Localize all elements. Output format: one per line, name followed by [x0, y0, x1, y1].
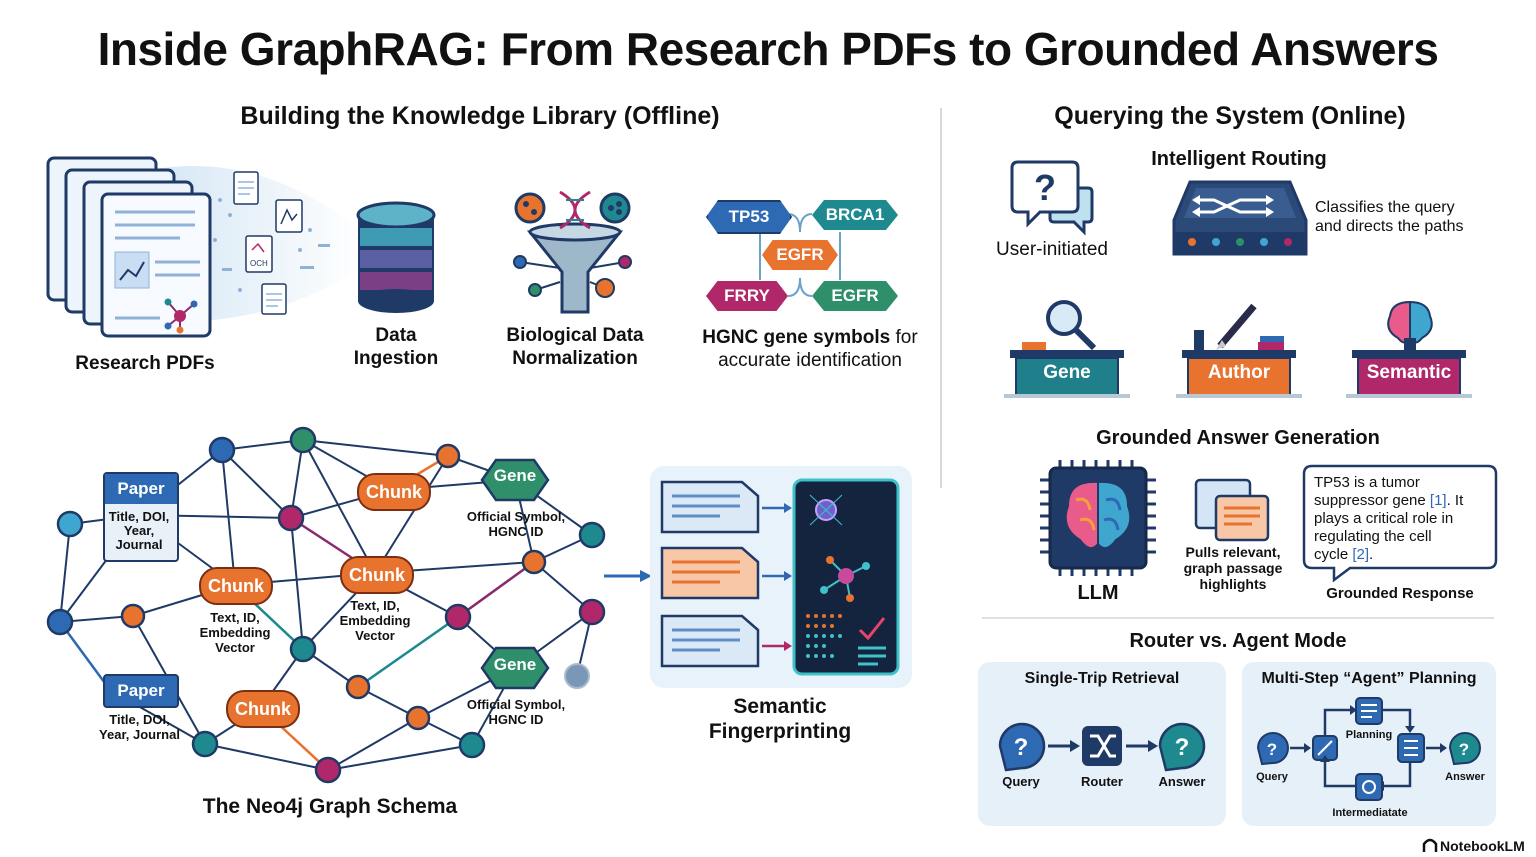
llm-chip-icon: [1040, 460, 1156, 576]
mode-title: Router vs. Agent Mode: [1129, 630, 1347, 652]
grounded-title: Grounded Answer Generation: [1096, 427, 1380, 449]
grounded-response-label: Grounded Response: [1326, 585, 1474, 602]
svg-text:?: ?: [1267, 740, 1277, 759]
gene-node-2-detail: Official Symbol,HGNC ID: [466, 697, 566, 727]
gene-desk-icon: [1004, 300, 1130, 398]
gene-node-2-label: Gene: [493, 655, 537, 674]
gene-tag-brca1: BRCA1: [812, 200, 898, 230]
brand-label: NotebookLM: [1440, 838, 1525, 854]
single-router-label: Router: [1081, 774, 1123, 789]
router-icon: [1172, 180, 1308, 256]
llm-label: LLM: [1077, 582, 1119, 604]
single-trip-title: Single-Trip Retrieval: [1024, 670, 1180, 687]
semantic-desk-label: Semantic: [1366, 362, 1452, 383]
single-answer-label: Answer: [1158, 774, 1206, 789]
paper-node-2-detail: Title, DOI,Year, Journal: [99, 712, 180, 742]
author-desk-icon: [1176, 303, 1302, 398]
gene-desk-label: Gene: [1043, 362, 1091, 383]
section-divider: [940, 108, 942, 488]
agent-intermediate-label: Intermediatate: [1332, 807, 1408, 819]
author-desk-label: Author: [1207, 362, 1271, 383]
chunk-node-2: Chunk: [199, 567, 273, 605]
database-icon: [356, 201, 436, 313]
gene-tag-frry: FRRY: [706, 281, 788, 311]
mode-divider: [982, 617, 1494, 619]
graph-nodes: [46, 426, 606, 784]
svg-text:OCH: OCH: [250, 259, 268, 268]
page-title: Inside GraphRAG: From Research PDFs to G…: [97, 23, 1439, 75]
passage-highlight-icon: [1194, 478, 1270, 542]
normalization-funnel-icon: [513, 190, 632, 314]
single-query-label: Query: [1002, 774, 1040, 789]
gene-node-1-label: Gene: [493, 466, 537, 485]
svg-text:?: ?: [1175, 734, 1190, 761]
agent-query-label: Query: [1256, 771, 1288, 783]
agent-panel: [1242, 662, 1496, 826]
research-pdfs-label: Research PDFs: [75, 353, 215, 374]
molecule-icon: [164, 298, 198, 334]
agent-answer-label: Answer: [1445, 771, 1485, 783]
online-heading: Querying the System (Online): [1054, 102, 1406, 130]
graph-schema-caption: The Neo4j Graph Schema: [202, 795, 458, 818]
svg-text:?: ?: [1459, 740, 1469, 759]
paper-node-1-detail: Title, DOI,Year,Journal: [108, 509, 170, 552]
chunk-node-4: Chunk: [226, 690, 300, 728]
paper-node-title: Paper: [105, 474, 177, 504]
chunk-node-3: Chunk: [340, 556, 414, 594]
hgnc-label: HGNC gene symbols for accurate identific…: [702, 327, 918, 371]
question-bubble-icon: ?: [1010, 160, 1094, 236]
response-bubble: [1302, 464, 1498, 583]
gene-tag-tp53: TP53: [706, 200, 792, 234]
offline-heading: Building the Knowledge Library (Offline): [240, 102, 720, 130]
gene-node-1-detail: Official Symbol,HGNC ID: [466, 509, 566, 539]
gene-tag-egfr-center: EGFR: [762, 240, 838, 270]
svg-text:?: ?: [1014, 734, 1029, 761]
citation-2: [2]: [1352, 546, 1370, 563]
svg-text:?: ?: [1034, 167, 1056, 208]
citation-1: [1]: [1429, 492, 1447, 509]
paper-node-1: Paper: [103, 472, 179, 562]
multi-step-title: Multi-Step “Agent” Planning: [1261, 670, 1477, 687]
user-initiated-label: User-initiated: [996, 239, 1108, 260]
response-text: TP53 is a tumor suppressor gene [1]. It …: [1314, 474, 1464, 563]
agent-flow: ? ?: [1256, 697, 1481, 801]
gene-tag-egfr: EGFR: [812, 281, 898, 311]
semantic-desk-icon: [1346, 300, 1472, 398]
paper-node-2: Paper: [103, 674, 179, 708]
single-trip-flow: ? ?: [998, 722, 1206, 772]
chunk-node-1: Chunk: [357, 473, 431, 511]
agent-planning-label: Planning: [1345, 729, 1393, 741]
routing-title: Intelligent Routing: [1151, 148, 1327, 170]
gene-hexagon-shapes: [480, 458, 550, 690]
notebooklm-logo-icon: [1422, 838, 1438, 852]
